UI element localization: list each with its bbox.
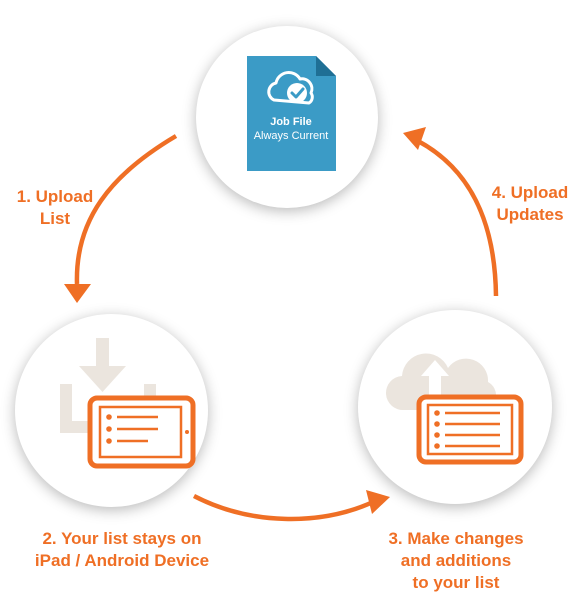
step-2-line-1: 2. Your list stays on — [42, 529, 202, 548]
step-4-label: 4. Upload Updates — [482, 182, 578, 226]
step-1-line-1: 1. Upload — [16, 187, 94, 206]
step-3-line-3: to your list — [412, 573, 500, 592]
arrow-upload-updates — [403, 127, 499, 297]
job-file-document: Job File Always Current — [247, 56, 336, 171]
arrow-stays-on-device — [192, 490, 390, 522]
tablet-list-icon-right — [416, 394, 524, 465]
tablet-list-icon — [87, 395, 196, 469]
step-1-line-2: List — [39, 209, 71, 228]
step-3-line-2: and additions — [400, 551, 512, 570]
file-title: Job File — [270, 116, 312, 128]
step-2-label: 2. Your list stays on iPad / Android Dev… — [20, 528, 224, 572]
step-4-line-2: Updates — [496, 205, 564, 224]
step-1-label: 1. Upload List — [10, 186, 100, 230]
step-3-line-1: 3. Make changes — [388, 529, 524, 548]
step-3-label: 3. Make changes and additions to your li… — [374, 528, 538, 594]
arrow-upload-list — [64, 134, 178, 303]
file-subtitle: Always Current — [254, 130, 329, 142]
step-4-line-1: 4. Upload — [491, 183, 569, 202]
cloud-check-icon — [267, 71, 314, 105]
step-2-line-2: iPad / Android Device — [34, 551, 210, 570]
